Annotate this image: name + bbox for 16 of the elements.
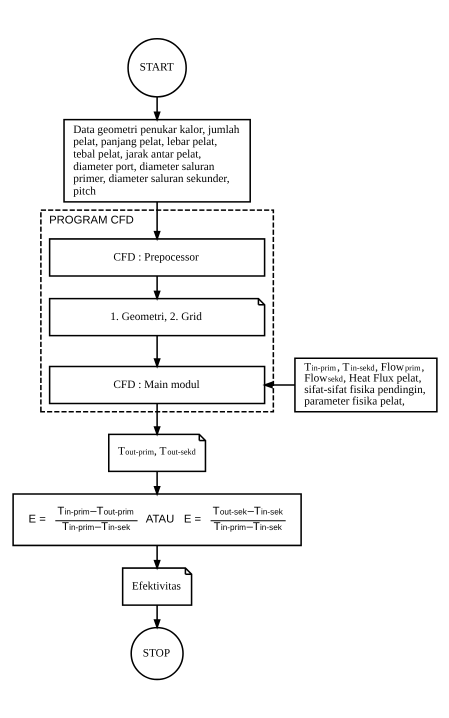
- node-circle: STOP: [130, 626, 184, 680]
- node-box: CFD : Prepocessor: [48, 238, 265, 277]
- arrow: [153, 336, 160, 369]
- arrow: [262, 381, 294, 389]
- arrow: [153, 276, 160, 301]
- arrow: [153, 472, 160, 496]
- node-box: Data geometri penukar kalor, jumlah pelat, panjang pelat, lebar pelat, tebal pelat, jarak antar pelat, diameter port, diameter saluran primer, diameter saluran sekunder, pitch: [62, 118, 250, 203]
- node-box: CFD : Main modul: [48, 366, 265, 404]
- node-box: E = Tin-prim–Tout-prim Tin-prim–Tin-sek ATAU E = Tout-sek–Tin-sek Tin-prim–Tin-sek: [12, 493, 302, 546]
- node-box: Tin-prim, Tin-sekd, Flowprim, Flowsekd, Heat Flux pelat, sifat-sifat fisika pendingin, parameter fisika pelat,: [294, 357, 438, 413]
- arrow: [153, 97, 160, 122]
- node-circle: START: [126, 38, 186, 98]
- arrow: [153, 605, 160, 630]
- arrow: [153, 404, 160, 436]
- arrow: [153, 202, 160, 242]
- arrow: [153, 546, 160, 570]
